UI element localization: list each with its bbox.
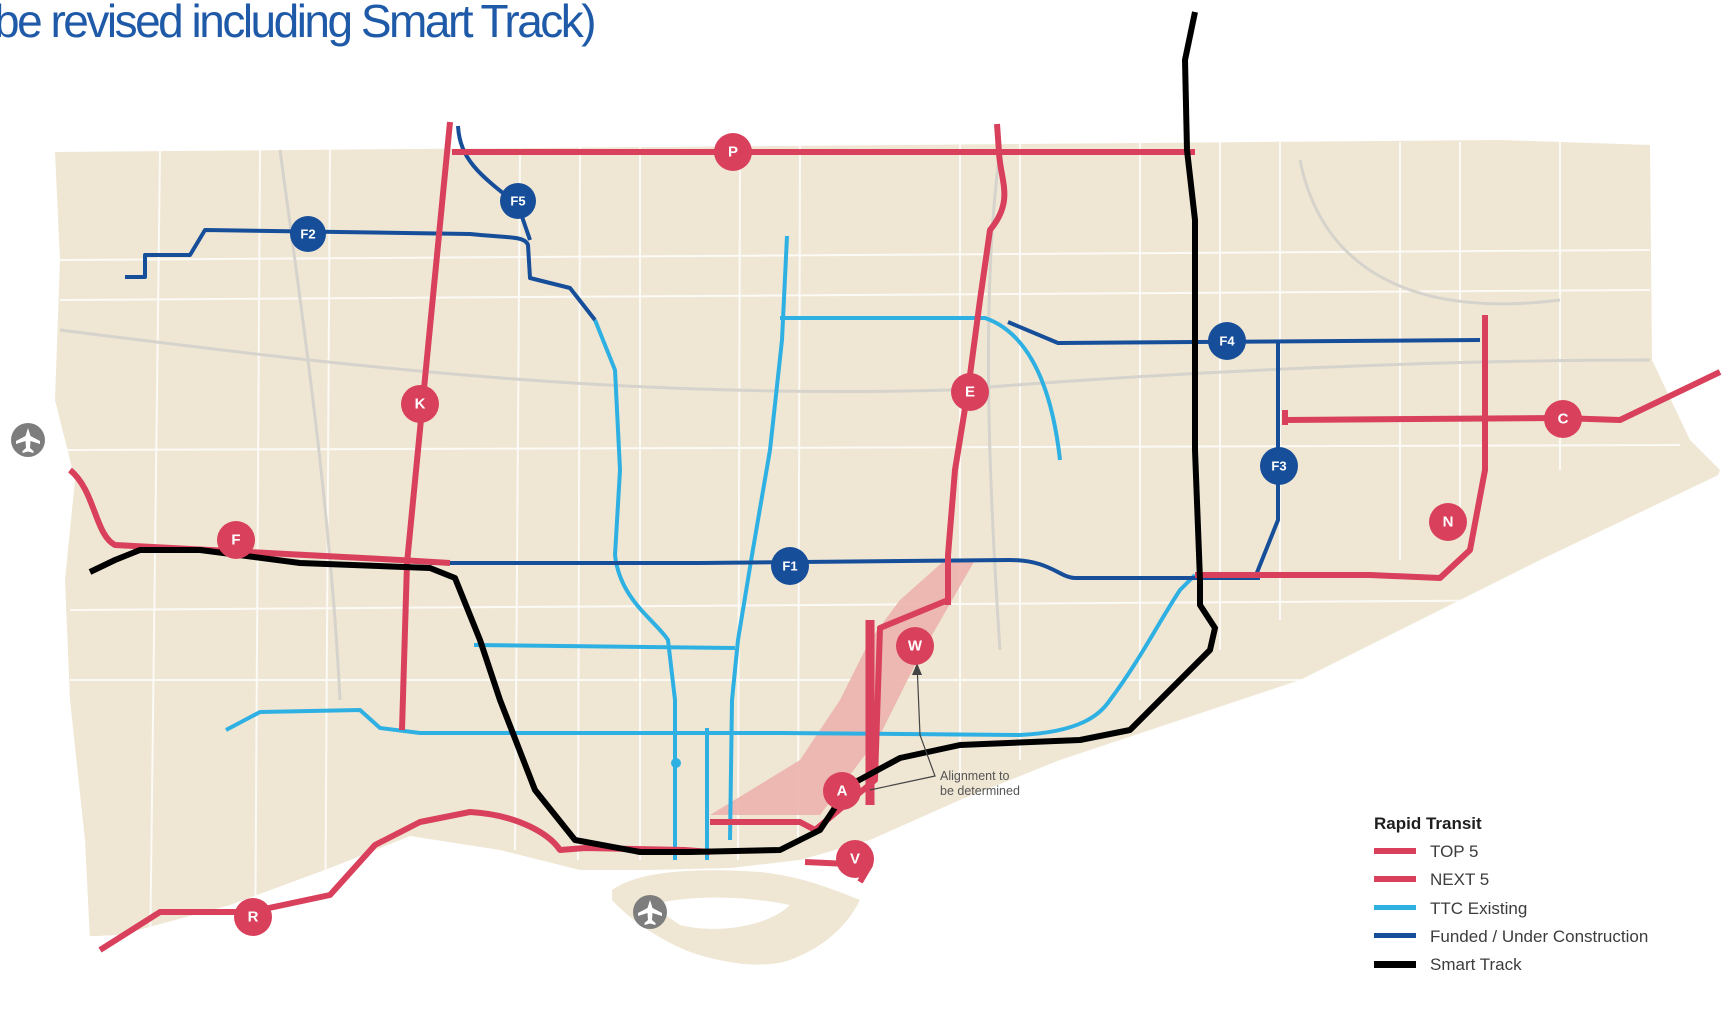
marker-k[interactable]: K	[401, 385, 439, 423]
svg-text:W: W	[908, 638, 923, 655]
funded-lines	[125, 125, 1481, 580]
airplane-icon	[633, 895, 667, 929]
svg-text:N: N	[1443, 514, 1454, 531]
svg-text:V: V	[850, 851, 860, 868]
legend-item-top5: TOP 5	[1430, 842, 1479, 861]
harbour-water	[0, 470, 1729, 1017]
svg-text:P: P	[728, 144, 738, 161]
svg-text:F1: F1	[782, 559, 797, 574]
marker-a[interactable]: A	[823, 772, 861, 810]
legend-swatch-next5	[1374, 876, 1416, 882]
marker-f5[interactable]: F5	[500, 183, 536, 219]
alignment-zone	[710, 560, 975, 815]
svg-text:K: K	[415, 396, 426, 413]
annotation-line1: Alignment to	[940, 769, 1010, 783]
marker-f4[interactable]: F4	[1208, 322, 1246, 360]
legend-swatch-funded	[1374, 933, 1416, 938]
annotation-line2: be determined	[940, 784, 1020, 798]
alignment-annotation: Alignment to be determined	[869, 662, 1020, 798]
ttc-existing-lines	[225, 235, 1197, 860]
ttc-station-dot	[671, 758, 681, 768]
legend-item-ttc: TTC Existing	[1430, 899, 1527, 918]
marker-n[interactable]: N	[1429, 503, 1467, 541]
marker-f3[interactable]: F3	[1260, 447, 1298, 485]
legend-item-next5: NEXT 5	[1430, 870, 1489, 889]
legend-swatch-top5	[1374, 848, 1416, 854]
legend-item-smart-track: Smart Track	[1430, 955, 1522, 974]
page-title: be revised including Smart Track)	[0, 0, 597, 47]
marker-r[interactable]: R	[234, 898, 272, 936]
legend-swatch-ttc	[1374, 905, 1416, 910]
legend-item-funded: Funded / Under Construction	[1430, 927, 1648, 946]
svg-text:C: C	[1558, 411, 1569, 428]
marker-c[interactable]: C	[1544, 400, 1582, 438]
svg-text:E: E	[965, 384, 975, 401]
highways	[59, 149, 1651, 701]
legend: Rapid Transit TOP 5 NEXT 5 TTC Existing …	[1374, 814, 1648, 974]
marker-v[interactable]: V	[836, 840, 874, 878]
marker-f1[interactable]: F1	[771, 547, 809, 585]
marker-p[interactable]: P	[714, 133, 752, 171]
svg-text:F3: F3	[1271, 459, 1286, 474]
marker-e[interactable]: E	[951, 373, 989, 411]
svg-text:F: F	[231, 532, 240, 549]
svg-text:A: A	[837, 783, 848, 800]
marker-f2[interactable]: F2	[290, 216, 326, 252]
legend-title: Rapid Transit	[1374, 814, 1482, 833]
island-lagoon	[650, 897, 790, 929]
svg-text:F4: F4	[1219, 334, 1235, 349]
legend-swatch-smart-track	[1374, 961, 1416, 968]
airplane-icon	[11, 423, 45, 457]
rapid-transit-red-lines	[67, 121, 1722, 953]
line-markers: P F5 F2 K E F4 C F3 N F F1 W A V R	[217, 133, 1582, 936]
marker-f[interactable]: F	[217, 521, 255, 559]
marker-w[interactable]: W	[896, 627, 934, 665]
svg-text:F2: F2	[300, 227, 315, 242]
svg-text:F5: F5	[510, 194, 525, 209]
svg-text:R: R	[248, 909, 259, 926]
